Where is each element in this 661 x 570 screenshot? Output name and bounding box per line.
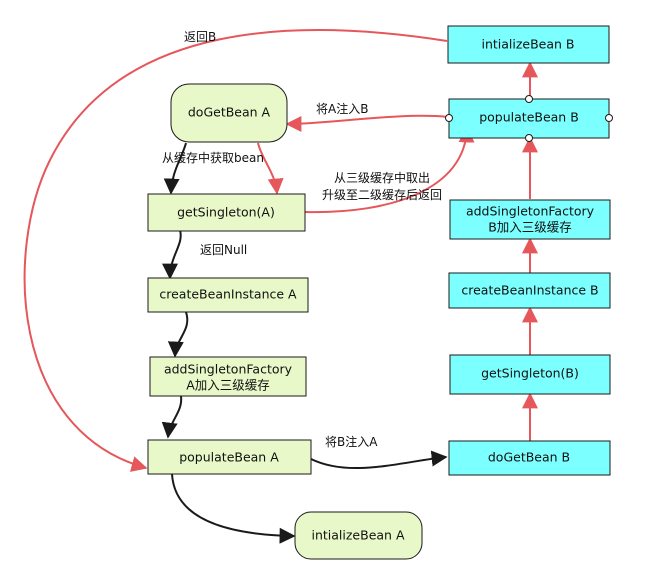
node-populate-b-label: populateBean B bbox=[479, 110, 579, 125]
node-addfactory-b-label-1: addSingletonFactory bbox=[466, 204, 595, 219]
node-populate-b[interactable]: populateBean B bbox=[445, 95, 613, 142]
label-return-b: 返回B bbox=[184, 30, 216, 44]
populate-b-handle-top[interactable] bbox=[525, 95, 533, 103]
label-inject-a-into-b: 将A注入B bbox=[316, 101, 368, 116]
node-doget-b[interactable]: doGetBean B bbox=[448, 440, 611, 476]
node-doget-a-label: doGetBean A bbox=[188, 105, 271, 120]
edge-getsingleton-a-to-populate-b bbox=[304, 126, 475, 214]
edge-getsingleton-a-to-create-a bbox=[162, 229, 182, 280]
edge-doget-a-to-getsingleton-a bbox=[163, 142, 187, 195]
node-init-a-label: intializeBean A bbox=[312, 528, 405, 543]
node-create-a[interactable]: createBeanInstance A bbox=[147, 277, 309, 313]
node-getsingleton-a[interactable]: getSingleton(A) bbox=[147, 193, 306, 232]
node-getsingleton-a-label: getSingleton(A) bbox=[177, 205, 275, 220]
node-create-b[interactable]: createBeanInstance B bbox=[448, 272, 611, 309]
label-return-null: 返回Null bbox=[200, 243, 247, 257]
node-addfactory-b[interactable]: addSingletonFactory B加入三级缓存 bbox=[449, 199, 611, 240]
node-addfactory-a-label-2: A加入三级缓存 bbox=[186, 378, 270, 393]
node-populate-a-label: populateBean A bbox=[179, 450, 279, 465]
node-getsingleton-b[interactable]: getSingleton(B) bbox=[449, 354, 611, 395]
node-init-b[interactable]: intializeBean B bbox=[447, 25, 610, 64]
label-from-l3-line1: 从三级缓存中取出 bbox=[334, 170, 430, 185]
node-create-b-label: createBeanInstance B bbox=[461, 283, 598, 298]
node-addfactory-a-label-1: addSingletonFactory bbox=[164, 362, 293, 377]
edge-populate-b-to-doget-a bbox=[285, 114, 449, 132]
label-inject-b-into-a: 将B注入A bbox=[325, 434, 378, 449]
edges bbox=[23, 29, 538, 544]
node-populate-a[interactable]: populateBean A bbox=[147, 439, 312, 475]
node-create-a-label: createBeanInstance A bbox=[159, 287, 297, 302]
populate-b-handle-right[interactable] bbox=[605, 114, 613, 122]
label-from-l3-line2: 升级至二级缓存后返回 bbox=[322, 188, 442, 202]
label-get-from-cache: 从缓存中获取bean bbox=[162, 150, 264, 165]
node-doget-b-label: doGetBean B bbox=[488, 450, 570, 465]
edge-addfactory-a-to-populate-a bbox=[161, 395, 183, 439]
populate-b-handle-bottom[interactable] bbox=[525, 134, 533, 142]
edge-init-b-to-populate-a bbox=[23, 29, 448, 472]
edge-populate-a-to-init-a bbox=[171, 473, 296, 544]
edge-populate-a-to-doget-b bbox=[310, 450, 448, 470]
node-getsingleton-b-label: getSingleton(B) bbox=[481, 366, 579, 381]
node-addfactory-b-label-2: B加入三级缓存 bbox=[488, 220, 572, 235]
node-addfactory-a[interactable]: addSingletonFactory A加入三级缓存 bbox=[149, 356, 307, 397]
node-doget-a[interactable]: doGetBean A bbox=[170, 83, 288, 143]
node-init-b-label: intializeBean B bbox=[481, 37, 574, 52]
edge-doget-a-to-getsingleton-a-red bbox=[257, 142, 284, 195]
populate-b-handle-left[interactable] bbox=[445, 114, 453, 122]
edge-create-a-to-addfactory-a bbox=[167, 311, 189, 358]
node-init-a[interactable]: intializeBean A bbox=[294, 511, 423, 560]
